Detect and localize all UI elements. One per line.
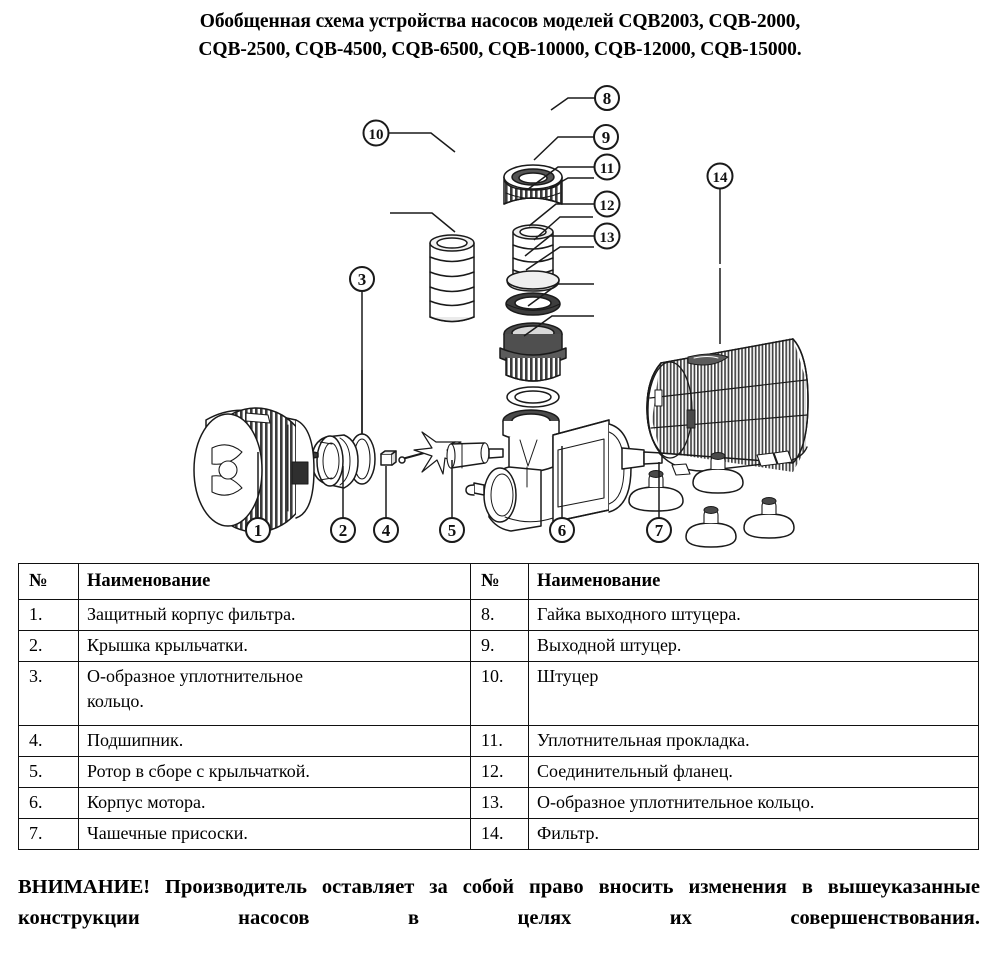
cell-name-4: Подшипник. bbox=[78, 725, 471, 757]
part-11-sealing-gasket bbox=[505, 292, 561, 316]
suction-cup bbox=[685, 506, 737, 548]
part-6-motor-body bbox=[465, 409, 663, 532]
callout-badge-13: 13 bbox=[593, 222, 621, 250]
table-row: 1. Защитный корпус фильтра. 8. Гайка вых… bbox=[18, 599, 979, 631]
svg-text:13: 13 bbox=[600, 230, 615, 246]
header-num-left: № bbox=[18, 563, 79, 600]
cell-num-10: 10. bbox=[470, 661, 529, 726]
svg-text:9: 9 bbox=[602, 128, 611, 147]
cell-name-1: Защитный корпус фильтра. bbox=[78, 599, 471, 631]
part-4-bearing bbox=[380, 450, 397, 466]
cell-name-13: О-образное уплотнительное кольцо. bbox=[528, 787, 979, 819]
callout-badge-4: 4 bbox=[373, 517, 399, 543]
part-10-hose-barb-fitting bbox=[429, 234, 475, 323]
manufacturer-warning-note: ВНИМАНИЕ! Производитель оставляет за соб… bbox=[18, 876, 980, 929]
part-14-filter-cage bbox=[646, 338, 809, 476]
cell-num-9: 9. bbox=[470, 630, 529, 662]
cell-num-2: 2. bbox=[18, 630, 79, 662]
page-title: Обобщенная схема устройства насосов моде… bbox=[0, 8, 1000, 64]
callout-badge-5: 5 bbox=[439, 517, 465, 543]
part-5-rotor-impeller-assembly bbox=[398, 431, 504, 475]
table-row: 7. Чашечные присоски. 14. Фильтр. bbox=[18, 818, 979, 850]
svg-text:8: 8 bbox=[603, 89, 612, 108]
table-row: 2. Крышка крыльчатки. 9. Выходной штуцер… bbox=[18, 630, 979, 662]
part-2-impeller-cover bbox=[304, 434, 359, 489]
cell-name-3-line-2: кольцо. bbox=[87, 691, 144, 711]
svg-text:12: 12 bbox=[600, 198, 615, 214]
part-7-suction-cups bbox=[628, 452, 795, 548]
cell-num-11: 11. bbox=[470, 725, 529, 757]
suction-cup bbox=[692, 452, 744, 494]
callout-badge-8: 8 bbox=[594, 85, 620, 111]
callout-badge-3: 3 bbox=[349, 266, 375, 292]
svg-text:4: 4 bbox=[382, 521, 391, 540]
callout-badge-9: 9 bbox=[593, 124, 619, 150]
svg-text:11: 11 bbox=[600, 161, 614, 177]
callout-badge-12: 12 bbox=[593, 190, 621, 218]
header-name-right: Наименование bbox=[528, 563, 979, 600]
svg-text:5: 5 bbox=[448, 521, 457, 540]
callout-leaders bbox=[257, 177, 721, 519]
callout-badge-10: 10 bbox=[362, 119, 390, 147]
cell-name-3: О-образное уплотнительное кольцо. bbox=[78, 661, 471, 726]
parts-list-table: № Наименование № Наименование 1. Защитны… bbox=[18, 563, 979, 850]
cell-num-5: 5. bbox=[18, 756, 79, 788]
svg-text:7: 7 bbox=[655, 521, 664, 540]
cell-num-12: 12. bbox=[470, 756, 529, 788]
part-12-connecting-flange bbox=[499, 322, 567, 382]
callout-badge-11: 11 bbox=[593, 153, 621, 181]
cell-name-11: Уплотнительная прокладка. bbox=[528, 725, 979, 757]
header-name-left: Наименование bbox=[78, 563, 471, 600]
callout-badge-7: 7 bbox=[646, 517, 672, 543]
cell-name-12: Соединительный фланец. bbox=[528, 756, 979, 788]
part-9-outlet-nozzle bbox=[506, 224, 560, 292]
cell-name-6: Корпус мотора. bbox=[78, 787, 471, 819]
cell-num-7: 7. bbox=[18, 818, 79, 850]
cell-num-13: 13. bbox=[470, 787, 529, 819]
cell-name-9: Выходной штуцер. bbox=[528, 630, 979, 662]
svg-text:3: 3 bbox=[358, 270, 367, 289]
callout-badge-2: 2 bbox=[330, 517, 356, 543]
table-row: 3. О-образное уплотнительное кольцо. 10.… bbox=[18, 661, 979, 726]
cell-num-3: 3. bbox=[18, 661, 79, 726]
svg-text:1: 1 bbox=[254, 521, 263, 540]
cell-num-1: 1. bbox=[18, 599, 79, 631]
page-title-line-2: CQB-2500, CQB-4500, CQB-6500, CQB-10000,… bbox=[198, 39, 802, 60]
exploded-pump-diagram: 1 2 3 4 5 6 7 8 bbox=[0, 80, 1000, 555]
table-row: 4. Подшипник. 11. Уплотнительная проклад… bbox=[18, 725, 979, 757]
callout-leaders-upper bbox=[361, 97, 721, 434]
cell-num-6: 6. bbox=[18, 787, 79, 819]
cell-name-14: Фильтр. bbox=[528, 818, 979, 850]
cell-name-10: Штуцер bbox=[528, 661, 979, 726]
table-header-row: № Наименование № Наименование bbox=[18, 563, 979, 600]
part-13-o-ring-lower bbox=[506, 386, 560, 408]
table-row: 5. Ротор в сборе с крыльчаткой. 12. Соед… bbox=[18, 756, 979, 788]
cell-num-14: 14. bbox=[470, 818, 529, 850]
cell-name-2: Крышка крыльчатки. bbox=[78, 630, 471, 662]
suction-cup bbox=[743, 497, 795, 539]
callout-badge-1: 1 bbox=[245, 517, 271, 543]
header-num-right: № bbox=[470, 563, 529, 600]
cell-name-3-line-1: О-образное уплотнительное bbox=[87, 666, 303, 686]
cell-name-7: Чашечные присоски. bbox=[78, 818, 471, 850]
part-8-outlet-nozzle-nut bbox=[503, 164, 563, 205]
svg-text:10: 10 bbox=[369, 127, 384, 143]
svg-text:6: 6 bbox=[558, 521, 567, 540]
svg-text:14: 14 bbox=[713, 170, 729, 186]
table-row: 6. Корпус мотора. 13. О-образное уплотни… bbox=[18, 787, 979, 819]
cell-num-4: 4. bbox=[18, 725, 79, 757]
cell-name-8: Гайка выходного штуцера. bbox=[528, 599, 979, 631]
svg-text:2: 2 bbox=[339, 521, 348, 540]
cell-name-5: Ротор в сборе с крыльчаткой. bbox=[78, 756, 471, 788]
page-title-line-1: Обобщенная схема устройства насосов моде… bbox=[199, 11, 801, 32]
suction-cup bbox=[628, 470, 684, 512]
callout-badge-14: 14 bbox=[706, 162, 734, 190]
callout-badges: 1 2 3 4 5 6 7 8 bbox=[245, 85, 734, 543]
cell-num-8: 8. bbox=[470, 599, 529, 631]
part-1-filter-guard-housing bbox=[193, 407, 315, 533]
callout-badge-6: 6 bbox=[549, 517, 575, 543]
